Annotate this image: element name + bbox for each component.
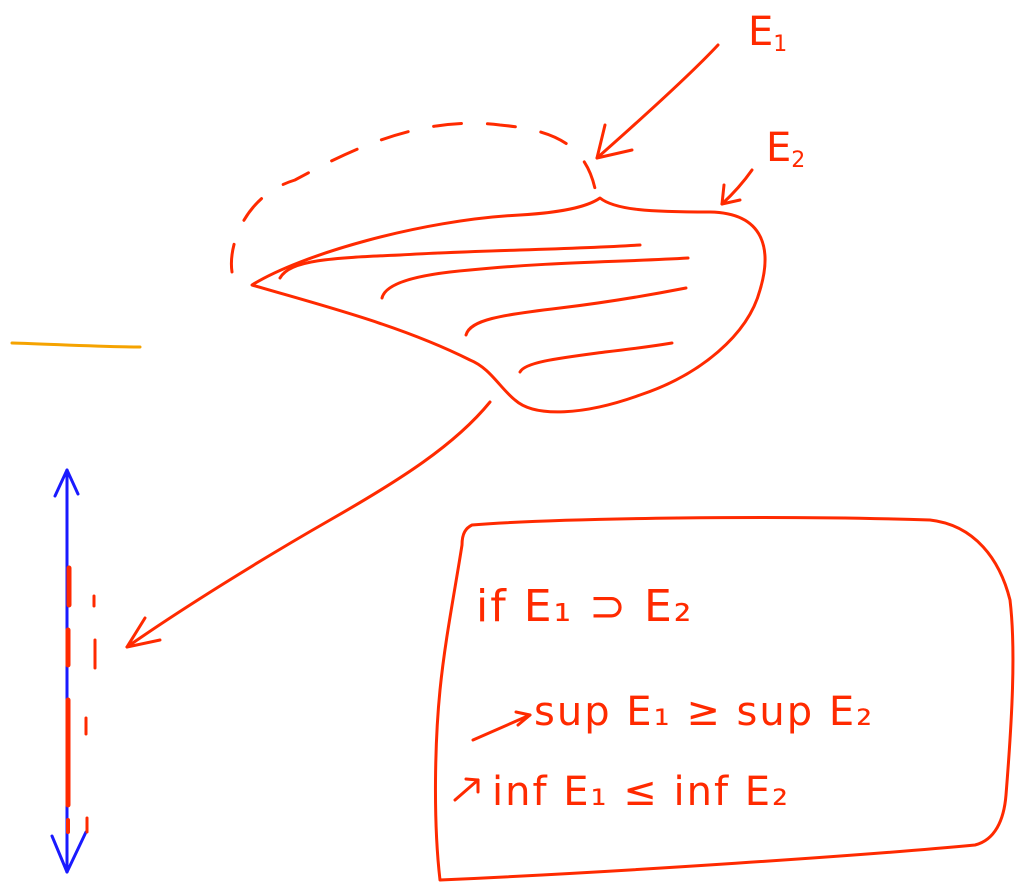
arrowhead-up-icon <box>53 468 80 498</box>
set-e1-dashed-outline <box>229 121 599 274</box>
bullet-arrow-icon <box>453 778 480 802</box>
label-e2-letter: E <box>766 125 792 171</box>
bullet-arrow-icon <box>471 713 532 742</box>
bullet-arrow-icon <box>464 777 480 794</box>
statement-line-inf: inf E₁ ≤ inf E₂ <box>492 769 791 815</box>
statement-box <box>433 516 1015 882</box>
statement-line-sup: sup E₁ ≥ sup E₂ <box>534 689 875 735</box>
hatch-line <box>518 341 674 374</box>
arrowhead-down-icon <box>50 830 88 874</box>
bullet-arrow-icon <box>514 710 532 727</box>
hatch-line <box>380 256 690 300</box>
arrowhead-icon <box>125 616 162 649</box>
label-e2: E2 <box>766 128 805 172</box>
projection-arrow <box>125 400 492 649</box>
arrowhead-icon <box>720 183 742 206</box>
arrowhead-icon <box>595 123 634 160</box>
hatch-line <box>278 243 642 280</box>
hatch-line <box>464 286 688 337</box>
statement-line-subset: if E₁ ⊃ E₂ <box>476 581 694 632</box>
label-e1-subscript: 1 <box>773 32 788 57</box>
label-e2-subscript: 2 <box>791 148 806 173</box>
orange-dash-mark <box>10 341 142 349</box>
set-e2-outline <box>250 196 767 414</box>
label-e1: E1 <box>748 12 787 56</box>
pointer-arrow-e2 <box>720 168 754 206</box>
pointer-arrow-e1 <box>595 43 720 160</box>
label-e1-letter: E <box>748 9 774 55</box>
